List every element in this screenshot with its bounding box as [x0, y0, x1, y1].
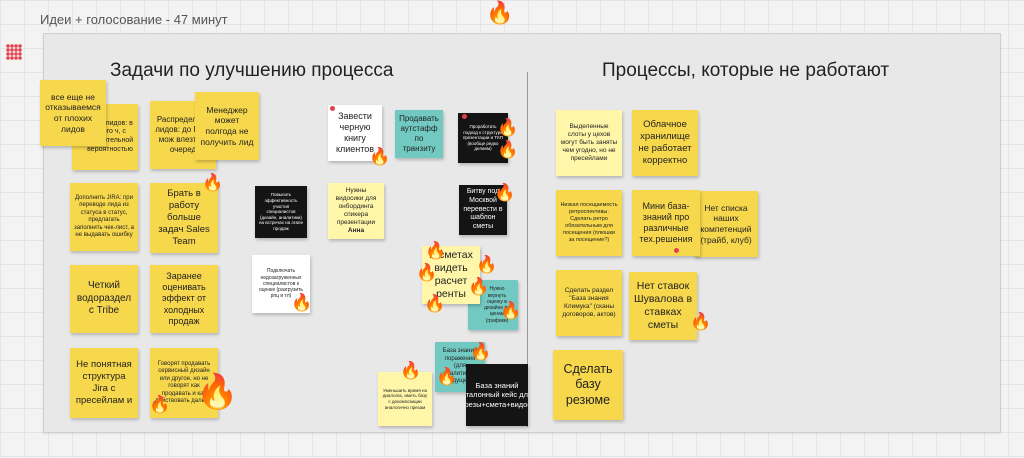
sticky-note[interactable]: Сделать базу резюме	[553, 350, 623, 420]
sticky-note[interactable]: Менеджер может полгода не получить лид	[195, 92, 259, 160]
right-section-heading: Процессы, которые не работают	[602, 60, 890, 81]
grid-menu-icon[interactable]	[6, 44, 22, 60]
sticky-note[interactable]: Выделенные слоты у цехов могут быть заня…	[556, 110, 622, 176]
sticky-note[interactable]: Продавать аутстафф по транзиту	[395, 110, 443, 158]
board-title[interactable]: Идеи + голосование - 47 минут	[40, 12, 228, 27]
section-divider	[527, 72, 528, 427]
sticky-note[interactable]: Битву под Москвой перевести в шаблон сме…	[459, 185, 507, 235]
sticky-note[interactable]: Заранее оценивать эффект от холодных про…	[150, 265, 218, 333]
sticky-note[interactable]: Дополнить JIRA: при переводе лида из ста…	[70, 183, 138, 251]
sticky-note[interactable]: Говорят продавать сервисный дизайн или д…	[150, 348, 218, 418]
fire-icon: 🔥	[486, 0, 514, 25]
sticky-note[interactable]: Нет ставок Шувалова в ставках сметы	[629, 272, 697, 340]
sticky-note[interactable]: Нужны видосики для онбординга спикера пр…	[328, 183, 384, 239]
sticky-note[interactable]: Облачное хранилище не работает корректно	[632, 110, 698, 176]
sticky-note[interactable]: Уменьшить время на диалогах, иметь базу …	[378, 372, 432, 426]
sticky-note[interactable]: Четкий водораздел с Tribe	[70, 265, 138, 333]
sticky-note[interactable]: Мини база-знаний про различные тех.решен…	[632, 190, 700, 256]
sticky-note[interactable]: Завести черную книгу клиентов	[328, 105, 382, 161]
sticky-note[interactable]: все еще не отказываемся от плохих лидов	[40, 80, 106, 146]
sticky-note[interactable]: Не понятная структура Jira с пресейлам и	[70, 348, 138, 418]
vote-dot	[674, 248, 679, 253]
sticky-note[interactable]: Брать в работу больше задач Sales Team	[150, 183, 218, 253]
sticky-note-text: Нужны видосики для онбординга спикера пр…	[335, 186, 377, 227]
sticky-note[interactable]: Низкая посещаемость ретроспективы. Сдела…	[556, 190, 622, 256]
sticky-note[interactable]: Проработать подход к структуре презентац…	[458, 113, 508, 163]
sticky-note[interactable]: Сделать раздел "База знания Климука" (ск…	[556, 270, 622, 336]
sticky-note-author: Анна	[347, 227, 365, 235]
sticky-note[interactable]: В сметах видеть расчет ренты	[422, 246, 480, 304]
sticky-note[interactable]: Подключать недозагруженных специалистов …	[252, 255, 310, 313]
sticky-note[interactable]: Нет списка наших компетенций (трайб, клу…	[694, 191, 758, 257]
sticky-note[interactable]: База знаний эталонный кейс для презы+сме…	[466, 364, 528, 426]
sticky-note[interactable]: Повысить эффективность участия специалис…	[255, 186, 307, 238]
vote-dot	[462, 114, 467, 119]
vote-dot	[330, 106, 335, 111]
left-section-heading: Задачи по улучшению процесса	[110, 60, 394, 81]
